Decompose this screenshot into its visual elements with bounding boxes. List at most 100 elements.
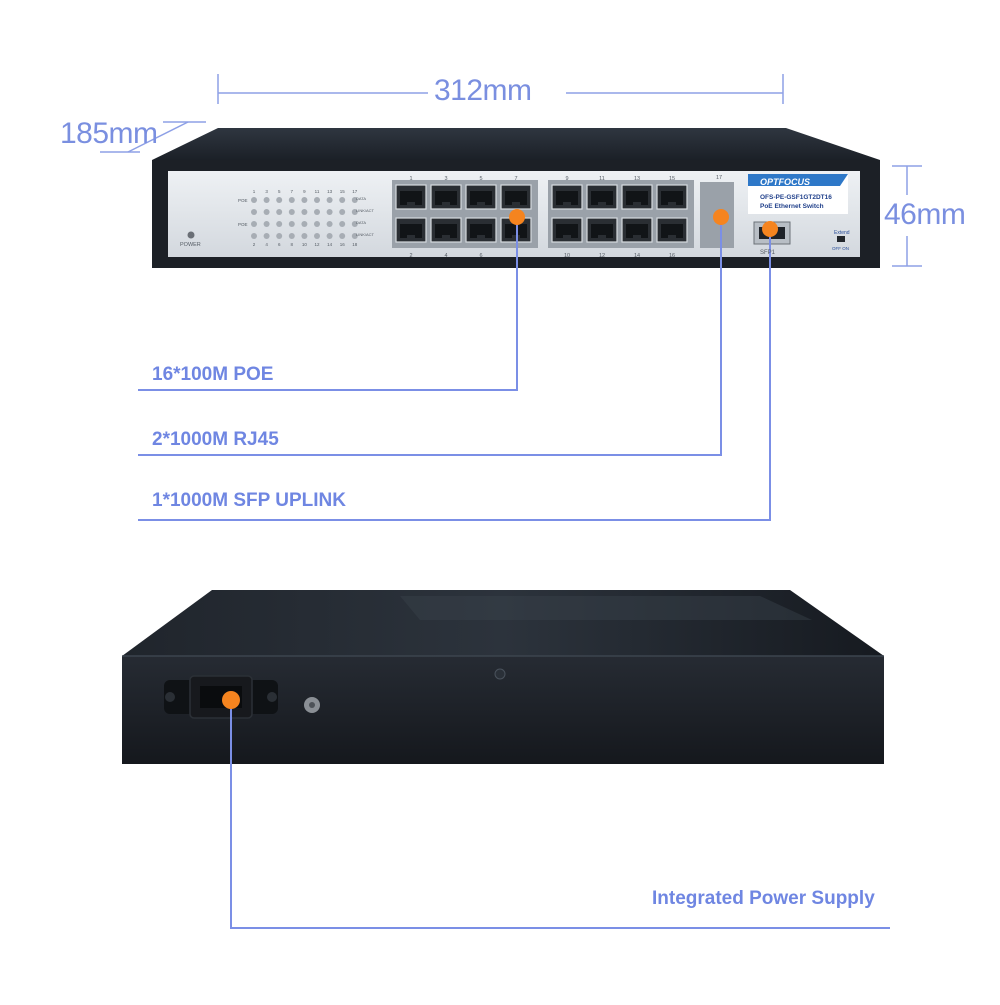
rj45-port — [395, 217, 427, 243]
dimension-depth — [100, 121, 206, 153]
status-led-icon — [251, 233, 257, 239]
status-led-icon — [288, 233, 295, 239]
port-number: 9 — [565, 176, 568, 182]
status-led-icon — [263, 209, 270, 215]
model-text: OFS-PE-GSF1GT2DT16 — [760, 194, 832, 201]
port-number: 10 — [564, 253, 570, 259]
orange-dot-icon — [509, 209, 525, 225]
port-number: 11 — [599, 176, 605, 182]
power-label: POWER — [180, 242, 201, 248]
switch-front-view — [152, 128, 880, 268]
led-number: 15 — [340, 189, 346, 194]
port-number: 12 — [599, 253, 605, 259]
rj45-port — [551, 184, 583, 210]
callout-lines-front — [138, 217, 771, 521]
callout-sfp-uplink: 1*1000M SFP UPLINK — [152, 490, 346, 511]
rj45-port — [430, 184, 462, 210]
orange-dot-icon — [713, 209, 729, 225]
led-number: 4 — [265, 242, 268, 247]
rj45-port — [430, 217, 462, 243]
led-number: 18 — [352, 242, 358, 247]
status-led-icon — [351, 209, 358, 215]
led-number: 14 — [327, 242, 333, 247]
status-led-icon — [263, 233, 270, 239]
callout-power-supply: Integrated Power Supply — [652, 888, 875, 909]
status-led-icon — [339, 197, 346, 203]
rj45-port — [586, 184, 618, 210]
led-side-label: LINK/ACT — [356, 208, 375, 213]
callout-rj45-uplinks: 2*1000M RJ45 — [152, 429, 279, 450]
rj45-port — [551, 217, 583, 243]
port-number: 16 — [669, 253, 675, 259]
sfp-label: SFP1 — [760, 250, 776, 256]
uplink-port-number: 17 — [716, 175, 722, 181]
led-row-label: POE — [238, 198, 248, 203]
port-number: 15 — [669, 176, 675, 182]
status-led-icon — [314, 197, 320, 203]
status-led-icon — [351, 221, 358, 227]
port-number: 3 — [444, 176, 447, 182]
led-number: 9 — [303, 189, 306, 194]
led-number: 12 — [314, 242, 320, 247]
dimension-length — [217, 74, 784, 104]
status-led-icon — [314, 221, 320, 227]
status-led-icon — [276, 197, 283, 203]
led-number: 11 — [315, 189, 320, 194]
led-side-label: DATA — [356, 196, 366, 201]
callout-markers-front — [509, 209, 778, 237]
led-row-label: POE — [238, 222, 248, 227]
screw-icon — [494, 668, 506, 680]
status-led-icon — [263, 197, 270, 203]
rj45-port — [465, 184, 497, 210]
dimension-depth-label: 185mm — [60, 117, 158, 150]
rj45-port — [656, 184, 688, 210]
led-side-label: DATA — [356, 220, 366, 225]
status-led-icon — [326, 233, 333, 239]
rj45-port — [621, 184, 653, 210]
rj45-ports — [395, 184, 733, 243]
rj45-port — [656, 217, 688, 243]
rj45-port — [395, 184, 427, 210]
status-led-icon — [314, 233, 320, 239]
status-led-icon — [251, 221, 257, 227]
rj45-port — [586, 217, 618, 243]
rj45-port — [621, 217, 653, 243]
rj45-port — [500, 184, 532, 210]
status-led-icon — [326, 221, 333, 227]
status-led-icon — [314, 209, 320, 215]
dimension-height — [892, 165, 922, 267]
led-number: 7 — [291, 189, 294, 194]
led-number: 5 — [278, 189, 281, 194]
port-number: 6 — [479, 253, 482, 259]
status-led-icon — [288, 221, 295, 227]
status-led-icon — [339, 209, 346, 215]
extend-switch — [837, 236, 845, 242]
rj45-port — [465, 217, 497, 243]
brand-logo: OPTFOCUS — [760, 177, 810, 187]
callout-poe-ports: 16*100M POE — [152, 364, 274, 385]
status-led-icon — [339, 221, 346, 227]
status-led-icon — [251, 197, 257, 203]
status-led-icon — [251, 209, 257, 215]
led-number: 1 — [253, 189, 256, 194]
extend-label: Extend — [834, 230, 850, 236]
led-number: 10 — [302, 242, 308, 247]
led-matrix — [251, 197, 358, 239]
status-led-icon — [276, 221, 283, 227]
orange-dot-icon — [762, 221, 778, 237]
callout-line-back — [230, 700, 890, 929]
led-number: 17 — [352, 189, 358, 194]
switch-back-view — [122, 590, 884, 764]
power-led-icon — [187, 231, 195, 239]
led-number: 6 — [278, 242, 281, 247]
status-led-icon — [326, 197, 333, 203]
led-number: 3 — [265, 189, 268, 194]
dimension-height-label: 46mm — [884, 198, 966, 231]
status-led-icon — [351, 233, 358, 239]
status-led-icon — [301, 221, 308, 227]
port-number: 14 — [634, 253, 640, 259]
led-number: 8 — [291, 242, 294, 247]
